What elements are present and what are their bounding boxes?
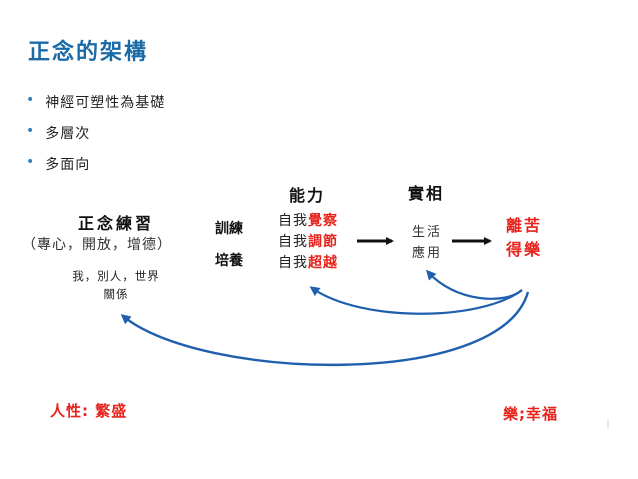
practice-title: 正念練習: [77, 214, 154, 233]
bullet-item: • 多面向: [26, 154, 165, 185]
capability-list: 自我覺察 自我調節 自我超越: [278, 211, 338, 274]
training-line: 訓練: [215, 221, 243, 237]
bullet-item: • 多層次: [26, 123, 165, 154]
footer-right-label: 樂;幸福: [503, 405, 558, 423]
capability-prefix: 自我: [278, 213, 308, 229]
feedback-arrow-to-capability: [309, 286, 523, 315]
life-line: 生活: [412, 225, 443, 240]
footer-left-label: 人性: 繁盛: [50, 402, 128, 420]
bullet-list: • 神經可塑性為基礎 • 多層次 • 多面向: [26, 92, 165, 185]
bullet-dot-icon: •: [26, 123, 36, 139]
feedback-arrow-to-life: [425, 269, 523, 300]
reality-header: 實相: [408, 184, 445, 203]
capability-highlight: 調節: [308, 234, 338, 250]
outcome-label: 離苦 得樂: [506, 214, 542, 262]
life-application: 生活 應用: [412, 222, 442, 264]
capability-prefix: 自我: [278, 234, 308, 250]
bullet-item: • 神經可塑性為基礎: [26, 92, 165, 123]
practice-scope: 我，別人，世界 關係: [55, 267, 177, 303]
capability-row: 自我覺察: [278, 211, 338, 232]
outcome-line: 得樂: [506, 240, 543, 259]
bullet-text: 神經可塑性為基礎: [45, 95, 166, 111]
bullet-text: 多層次: [45, 126, 91, 142]
bullet-text: 多面向: [45, 157, 91, 173]
training-label: 訓練 培養: [215, 213, 243, 277]
bullet-dot-icon: •: [26, 154, 36, 170]
bullet-dot-icon: •: [26, 92, 36, 108]
capability-row: 自我超越: [278, 253, 338, 274]
training-line: 培養: [215, 253, 243, 269]
practice-scope-line: 我，別人，世界: [72, 269, 160, 283]
ability-header: 能力: [289, 186, 326, 205]
practice-subtitle: （專心，開放，增德）: [22, 237, 172, 253]
capability-highlight: 覺察: [308, 213, 338, 229]
capability-row: 自我調節: [278, 232, 338, 253]
outcome-line: 離苦: [506, 216, 543, 235]
feedback-arrow-to-practice: [120, 291, 530, 367]
slide-title: 正念的架構: [28, 40, 149, 65]
life-line: 應用: [412, 246, 443, 261]
capability-prefix: 自我: [278, 255, 308, 271]
capability-highlight: 超越: [308, 255, 338, 271]
practice-scope-line: 關係: [103, 287, 129, 301]
